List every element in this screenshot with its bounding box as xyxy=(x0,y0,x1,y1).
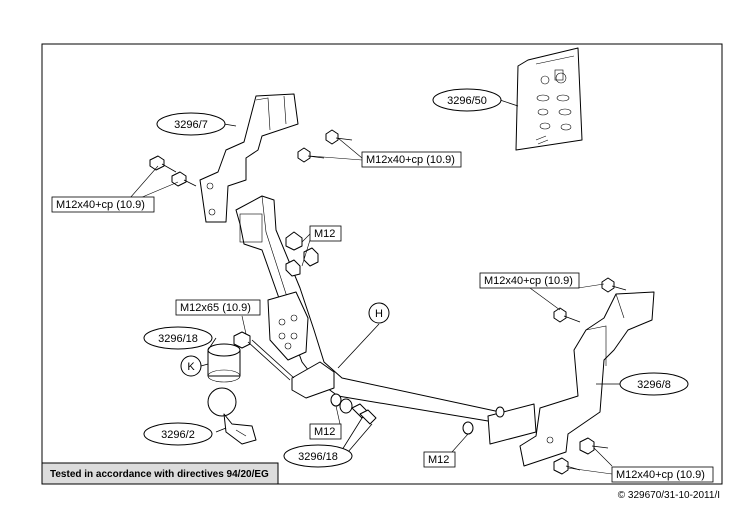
ball-bolt xyxy=(233,331,295,381)
callout-kit-label: 3296/50 xyxy=(447,95,487,107)
label-box-bolt-right-top xyxy=(479,272,580,289)
label-nut-top: M12 xyxy=(314,228,335,240)
callout-right-bracket-label: 3296/8 xyxy=(637,379,671,391)
label-box-bolt-top xyxy=(361,151,462,168)
label-nut-bottom: M12 xyxy=(314,426,335,438)
marker-k-label: K xyxy=(187,361,195,373)
callout-kit-bubble xyxy=(432,88,502,112)
marker-h-circle xyxy=(368,302,390,324)
callout-spacer-label: 3296/18 xyxy=(298,451,338,463)
label-ball-bolt: M12x65 (10.9) xyxy=(180,302,251,314)
right-bottom-bolt-pair xyxy=(553,437,609,475)
callout-left-bracket-label: 3296/7 xyxy=(174,119,208,131)
callout-ball-cover-bubble xyxy=(143,326,213,350)
callout-left-bracket-bubble xyxy=(156,112,226,136)
callout-ball-label: 3296/2 xyxy=(161,429,195,441)
ball-mount-socket xyxy=(291,361,335,399)
label-box-nut-right xyxy=(423,451,456,468)
label-box-bolt-right-bottom xyxy=(611,466,714,483)
label-nut-right: M12 xyxy=(428,454,449,466)
diagram-frame xyxy=(41,43,723,485)
right-mounting-bracket xyxy=(519,291,655,467)
ball-cover-part xyxy=(207,343,241,383)
copyright-line: © 329670/31-10-2011/I xyxy=(618,490,720,501)
label-bolt-right-bottom: M12x40+cp (10.9) xyxy=(616,469,705,481)
label-bolt-right-top: M12x40+cp (10.9) xyxy=(484,275,573,287)
callout-right-bracket-bubble xyxy=(619,372,689,396)
bottom-spacer-pair xyxy=(351,403,377,425)
marker-k-circle xyxy=(180,355,202,377)
right-top-bolt-pair xyxy=(553,277,627,323)
label-box-ball-bolt xyxy=(175,299,261,316)
accessory-kit-bag xyxy=(515,47,583,151)
label-box-nut-bottom xyxy=(309,423,342,440)
approval-note-box xyxy=(41,462,279,485)
approval-note: Tested in accordance with directives 94/… xyxy=(50,469,269,480)
marker-h-label: H xyxy=(375,308,383,320)
label-box-nut-top xyxy=(309,225,342,242)
label-bolt-left: M12x40+cp (10.9) xyxy=(56,199,145,211)
right-end-plate xyxy=(462,403,537,445)
callout-ball-cover-label: 3296/18 xyxy=(158,333,198,345)
callout-ball-bubble xyxy=(143,422,213,446)
label-box-bolt-left xyxy=(51,196,155,213)
callout-spacer-bubble xyxy=(283,444,353,468)
hitch-plate xyxy=(267,291,309,361)
tow-ball-part xyxy=(207,387,257,445)
top-nut-pair xyxy=(285,231,319,277)
left-mounting-bracket xyxy=(199,93,299,223)
left-bolt-pair xyxy=(149,155,197,187)
label-bolt-top: M12x40+cp (10.9) xyxy=(366,154,455,166)
top-bolt-pair xyxy=(297,129,353,163)
